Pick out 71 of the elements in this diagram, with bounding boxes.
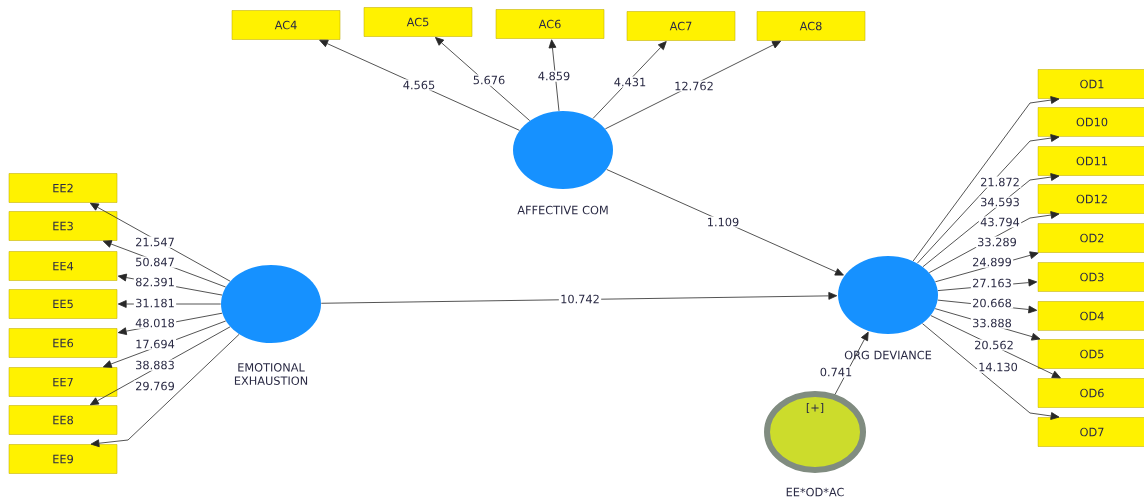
indicator-box: EE9 (8, 444, 118, 474)
construct-label: ORG DEVIANCE (844, 350, 932, 360)
edge-label: 0.741 (818, 366, 854, 378)
edge-label: 38.883 (133, 359, 177, 371)
edge-label: 14.130 (976, 361, 1020, 373)
edge-label: 43.794 (978, 216, 1022, 228)
arrow (912, 96, 1060, 262)
interaction-sign: [+] (806, 402, 824, 414)
edge-label: 31.181 (133, 297, 177, 309)
arrow (930, 315, 1061, 379)
edge-label: 21.547 (133, 236, 177, 248)
edge-label: 5.676 (471, 74, 507, 86)
indicator-box: OD4 (1037, 301, 1144, 331)
indicator-box: OD11 (1037, 146, 1144, 176)
indicator-box: OD7 (1037, 417, 1144, 447)
indicator-box: EE4 (8, 251, 118, 281)
edge-label: 27.163 (970, 277, 1014, 289)
construct-label: EE*OD*AC (786, 487, 844, 497)
edge-label: 34.593 (978, 196, 1022, 208)
construct-label: AFFECTIVE COM (517, 205, 608, 215)
edge-label: 33.289 (975, 236, 1019, 248)
indicator-box: OD2 (1037, 223, 1144, 253)
edge-label: 50.847 (133, 256, 177, 268)
indicator-box: OD12 (1037, 184, 1144, 214)
arrow (89, 326, 231, 406)
construct-label: EMOTIONAL EXHAUSTION (234, 363, 308, 385)
edge-label: 12.762 (672, 80, 716, 92)
edge-label: 20.562 (972, 339, 1016, 351)
indicator-box: OD5 (1037, 339, 1144, 369)
arrow (90, 333, 240, 448)
edge-label: 24.899 (970, 256, 1014, 268)
arrow (834, 331, 869, 395)
edge-label: 82.391 (133, 276, 177, 288)
indicator-box: EE7 (8, 367, 118, 397)
arrow (319, 39, 520, 131)
edge-label: 21.872 (978, 176, 1022, 188)
edge-label: 10.742 (558, 293, 602, 305)
arrow (922, 323, 1060, 420)
arrow (592, 41, 667, 119)
edge-label: 4.859 (536, 70, 572, 82)
edge-label: 4.565 (401, 79, 437, 91)
indicator-box: EE8 (8, 405, 118, 435)
arrow (435, 37, 531, 121)
indicator-box: AC8 (756, 11, 866, 41)
edge-label: 20.668 (970, 297, 1014, 309)
edge-label: 29.769 (133, 380, 177, 392)
arrow (922, 173, 1060, 268)
edge-label: 4.431 (612, 76, 648, 88)
indicator-box: OD1 (1037, 69, 1144, 99)
indicator-box: EE3 (8, 211, 118, 241)
indicator-box: AC4 (231, 10, 341, 40)
edge-label: 48.018 (133, 317, 177, 329)
indicator-box: OD3 (1037, 262, 1144, 292)
indicator-box: EE2 (8, 173, 118, 203)
arrow (606, 169, 844, 276)
indicator-box: AC5 (363, 7, 473, 37)
arrow (917, 134, 1060, 264)
arrow (928, 211, 1060, 273)
indicator-box: EE5 (8, 289, 118, 319)
indicator-box: OD10 (1037, 107, 1144, 137)
indicator-box: EE6 (8, 328, 118, 358)
arrow (604, 40, 781, 130)
arrow (89, 202, 231, 282)
edge-label: 33.888 (970, 317, 1014, 329)
edge-label: 1.109 (705, 216, 741, 228)
arrow (320, 292, 838, 304)
arrow (548, 39, 560, 112)
edge-label: 17.694 (133, 338, 177, 350)
indicator-box: AC6 (495, 9, 605, 39)
indicator-box: OD6 (1037, 378, 1144, 408)
indicator-box: AC7 (626, 11, 736, 41)
